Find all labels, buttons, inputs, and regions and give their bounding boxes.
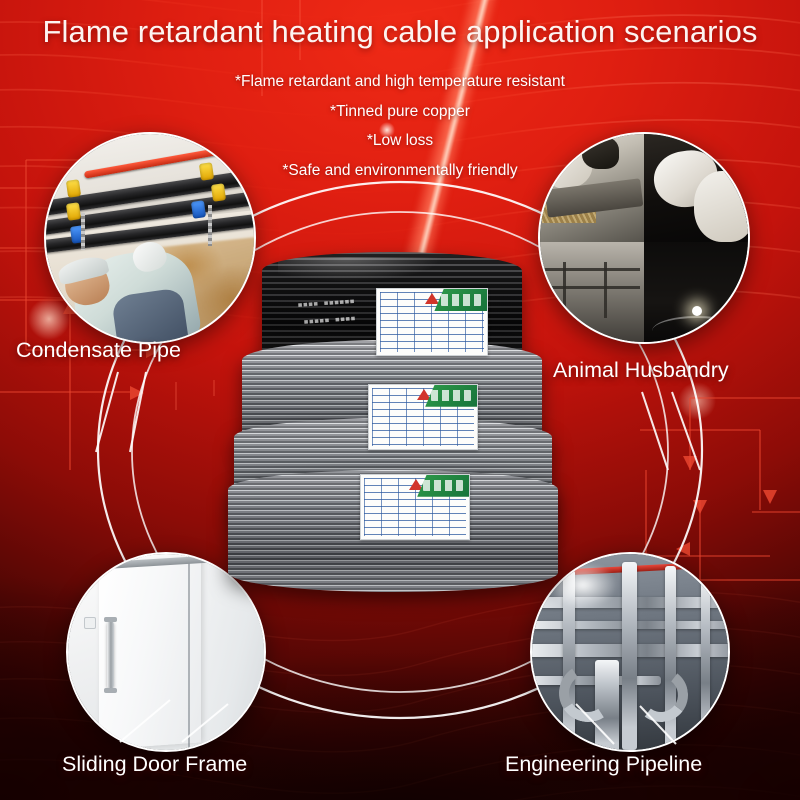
product-cable-coils: ◼◼◼◼ ◼◼◼◼◼◼ ◼◼◼◼◼ ◼◼◼◼: [228, 252, 558, 592]
animal-husbandry-collage: [540, 134, 748, 342]
sheep-panel: [644, 134, 748, 243]
door-edge: [187, 554, 190, 750]
cow: [581, 136, 620, 169]
spec-label-top: [376, 288, 488, 356]
caption-sliding-door-frame: Sliding Door Frame: [62, 752, 248, 776]
spec-label-bottom: [360, 474, 470, 540]
feature-item: *Safe and environmentally friendly: [282, 161, 518, 179]
pen-post: [604, 262, 608, 318]
warning-triangle-icon: [416, 389, 431, 400]
pipe-hanger: [81, 213, 86, 251]
pen-rail: [544, 268, 640, 272]
door-panel-front: [99, 558, 202, 750]
certification-banner: [425, 385, 477, 407]
warning-triangle-icon: [425, 293, 440, 304]
pen-post: [562, 262, 566, 318]
caption-engineering-pipeline: Engineering Pipeline: [505, 752, 703, 776]
feature-item: *Low loss: [366, 132, 434, 149]
photo-animal-husbandry: [538, 132, 750, 344]
condensate-pipe-scene: [46, 134, 254, 342]
wall-switch: [83, 616, 96, 629]
feature-item: *Flame retardant and high temperature re…: [235, 73, 565, 90]
spec-label-middle: [368, 384, 478, 450]
vertical-pipe: [700, 573, 710, 750]
photo-engineering-pipeline: [530, 552, 730, 752]
pen-rail: [544, 286, 640, 290]
sheep: [693, 170, 748, 243]
pipe-hanger: [208, 204, 213, 247]
shed-roof-arc: [652, 316, 742, 342]
cable-print-text: ◼◼◼◼◼ ◼◼◼◼: [303, 314, 356, 327]
vertical-pipe: [622, 561, 638, 750]
door-handle: [104, 616, 118, 693]
certification-banner: [434, 289, 487, 312]
feature-list: *Flame retardant and high temperature re…: [0, 74, 800, 192]
night-shed-panel: [644, 242, 748, 342]
vertical-pipe: [563, 569, 576, 750]
shed-lamp: [691, 306, 702, 317]
light-flare: [547, 561, 618, 608]
pipe-clamp: [65, 178, 81, 198]
feature-item: *Tinned pure copper: [330, 102, 470, 120]
pipeline-scene: [532, 554, 728, 750]
certification-banner: [417, 475, 469, 497]
cable-print-text: ◼◼◼◼ ◼◼◼◼◼◼: [298, 298, 356, 311]
photo-condensate-pipe: [44, 132, 256, 344]
hay-bedding: [542, 198, 597, 223]
caption-condensate-pipe: Condensate Pipe: [16, 338, 181, 362]
vertical-pipe: [665, 565, 677, 750]
page-title: Flame retardant heating cable applicatio…: [42, 14, 758, 49]
barn-daylight-panel: [540, 134, 644, 243]
caption-animal-husbandry: Animal Husbandry: [553, 358, 729, 382]
pipe-clamp: [190, 199, 206, 219]
pen-panel: [540, 242, 644, 342]
pipe-clamp: [211, 183, 227, 202]
pipe-clamp: [198, 162, 215, 181]
pipe-clamp: [65, 201, 81, 221]
warning-triangle-icon: [408, 479, 423, 490]
